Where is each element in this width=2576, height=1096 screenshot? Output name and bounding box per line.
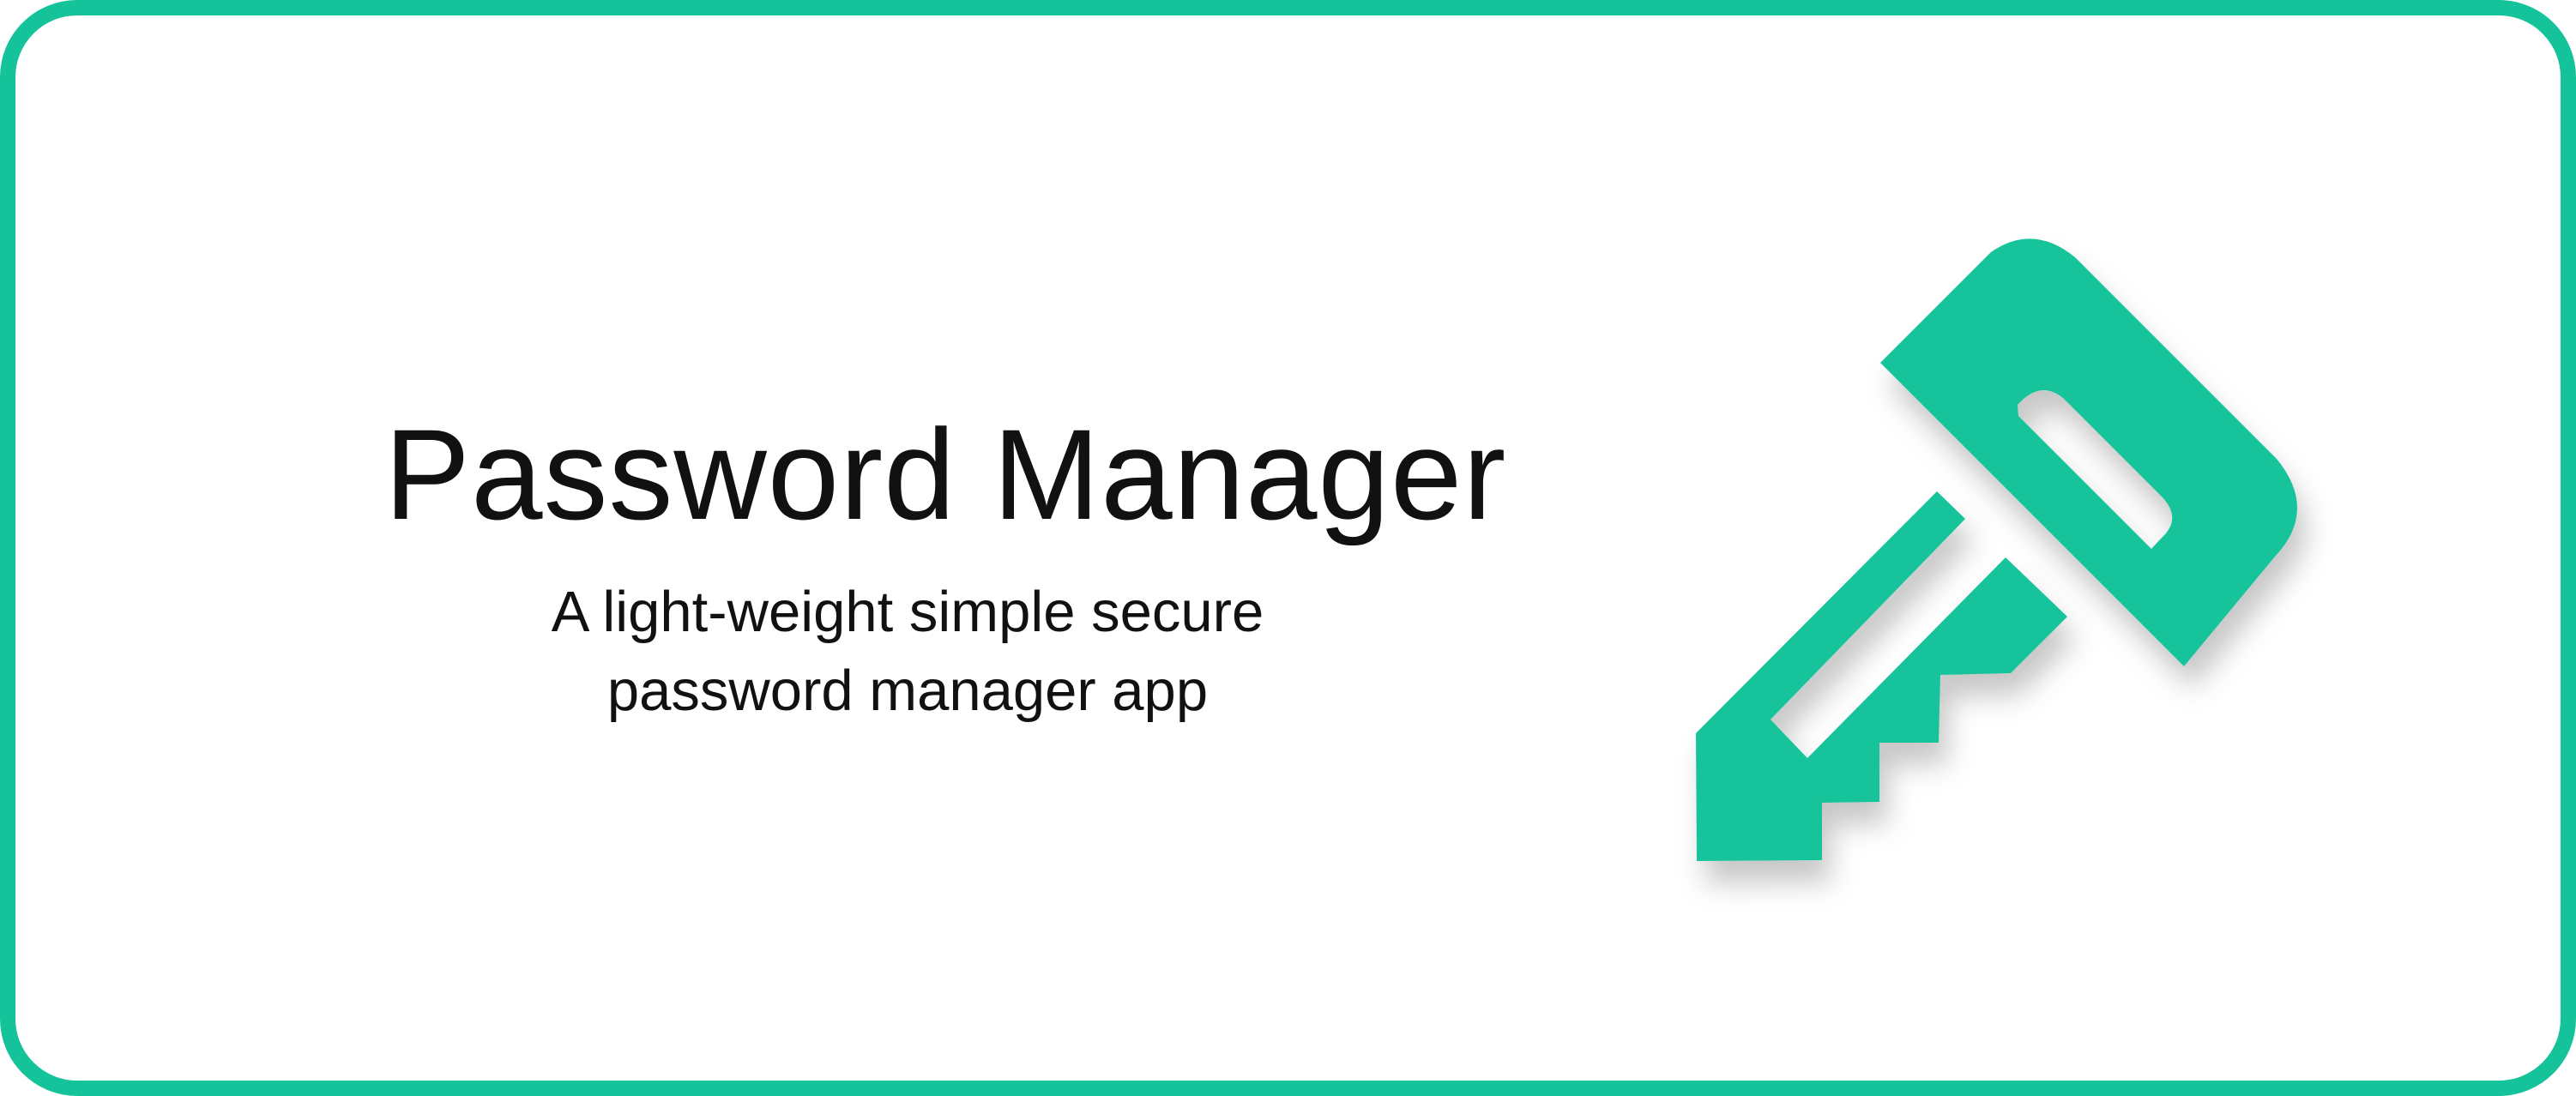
- app-title: Password Manager: [384, 402, 1507, 546]
- subtitle-line-2: password manager app: [606, 659, 1209, 723]
- key-icon: [1696, 238, 2298, 861]
- key-shape: [1696, 238, 2298, 861]
- app-subtitle: A light-weight simple secure password ma…: [479, 573, 1336, 731]
- subtitle-line-1: A light-weight simple secure: [551, 580, 1264, 644]
